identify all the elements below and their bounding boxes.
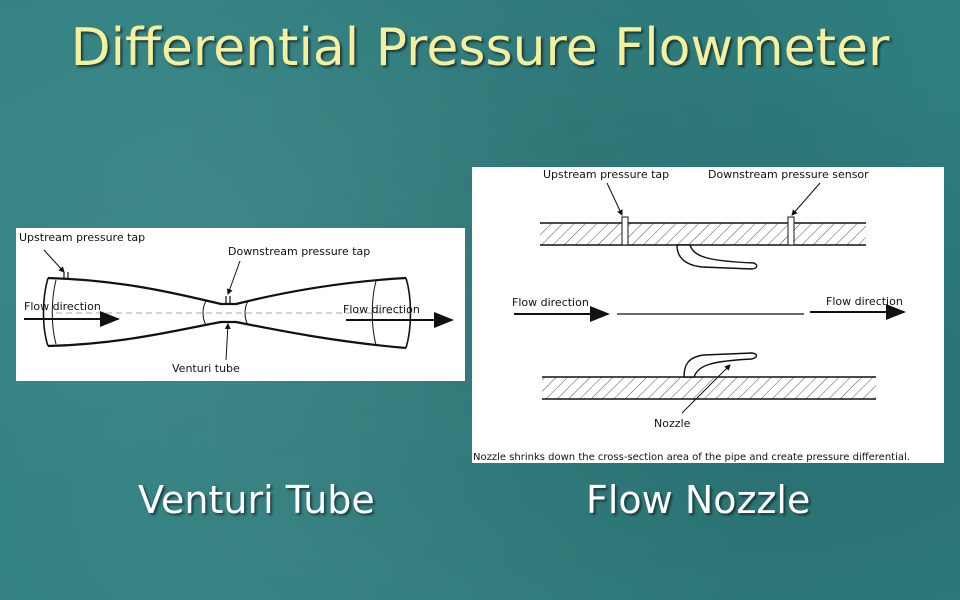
nozzle-downstream-sensor-label: Downstream pressure sensor [708, 168, 869, 181]
flow-direction-left-label: Flow direction [24, 300, 101, 313]
venturi-tube-label: Venturi tube [172, 362, 240, 375]
venturi-tube-outline [42, 272, 412, 350]
downstream-tap-label: Downstream pressure tap [228, 245, 370, 258]
nozzle-label: Nozzle [654, 417, 691, 430]
venturi-caption: Venturi Tube [138, 478, 375, 522]
nozzle-upstream-tap-label: Upstream pressure tap [543, 168, 669, 181]
nozzle-diagram-panel: Upstream pressure tap Downstream pressur… [472, 167, 944, 463]
flow-direction-right-label: Flow direction [343, 303, 420, 316]
top-pipe-wall [540, 216, 866, 270]
venturi-diagram: Upstream pressure tap Downstream pressur… [19, 231, 454, 375]
slide-title: Differential Pressure Flowmeter [70, 18, 890, 78]
nozzle-flow-direction-right-label: Flow direction [826, 295, 903, 308]
nozzle-diagram: Upstream pressure tap Downstream pressur… [473, 168, 910, 463]
nozzle-note: Nozzle shrinks down the cross-section ar… [473, 452, 910, 463]
upstream-tap-label: Upstream pressure tap [19, 231, 145, 244]
nozzle-flow-direction-left-label: Flow direction [512, 296, 589, 309]
venturi-diagram-panel: Upstream pressure tap Downstream pressur… [16, 228, 465, 381]
nozzle-caption: Flow Nozzle [586, 478, 811, 522]
bottom-pipe-wall [542, 352, 876, 400]
